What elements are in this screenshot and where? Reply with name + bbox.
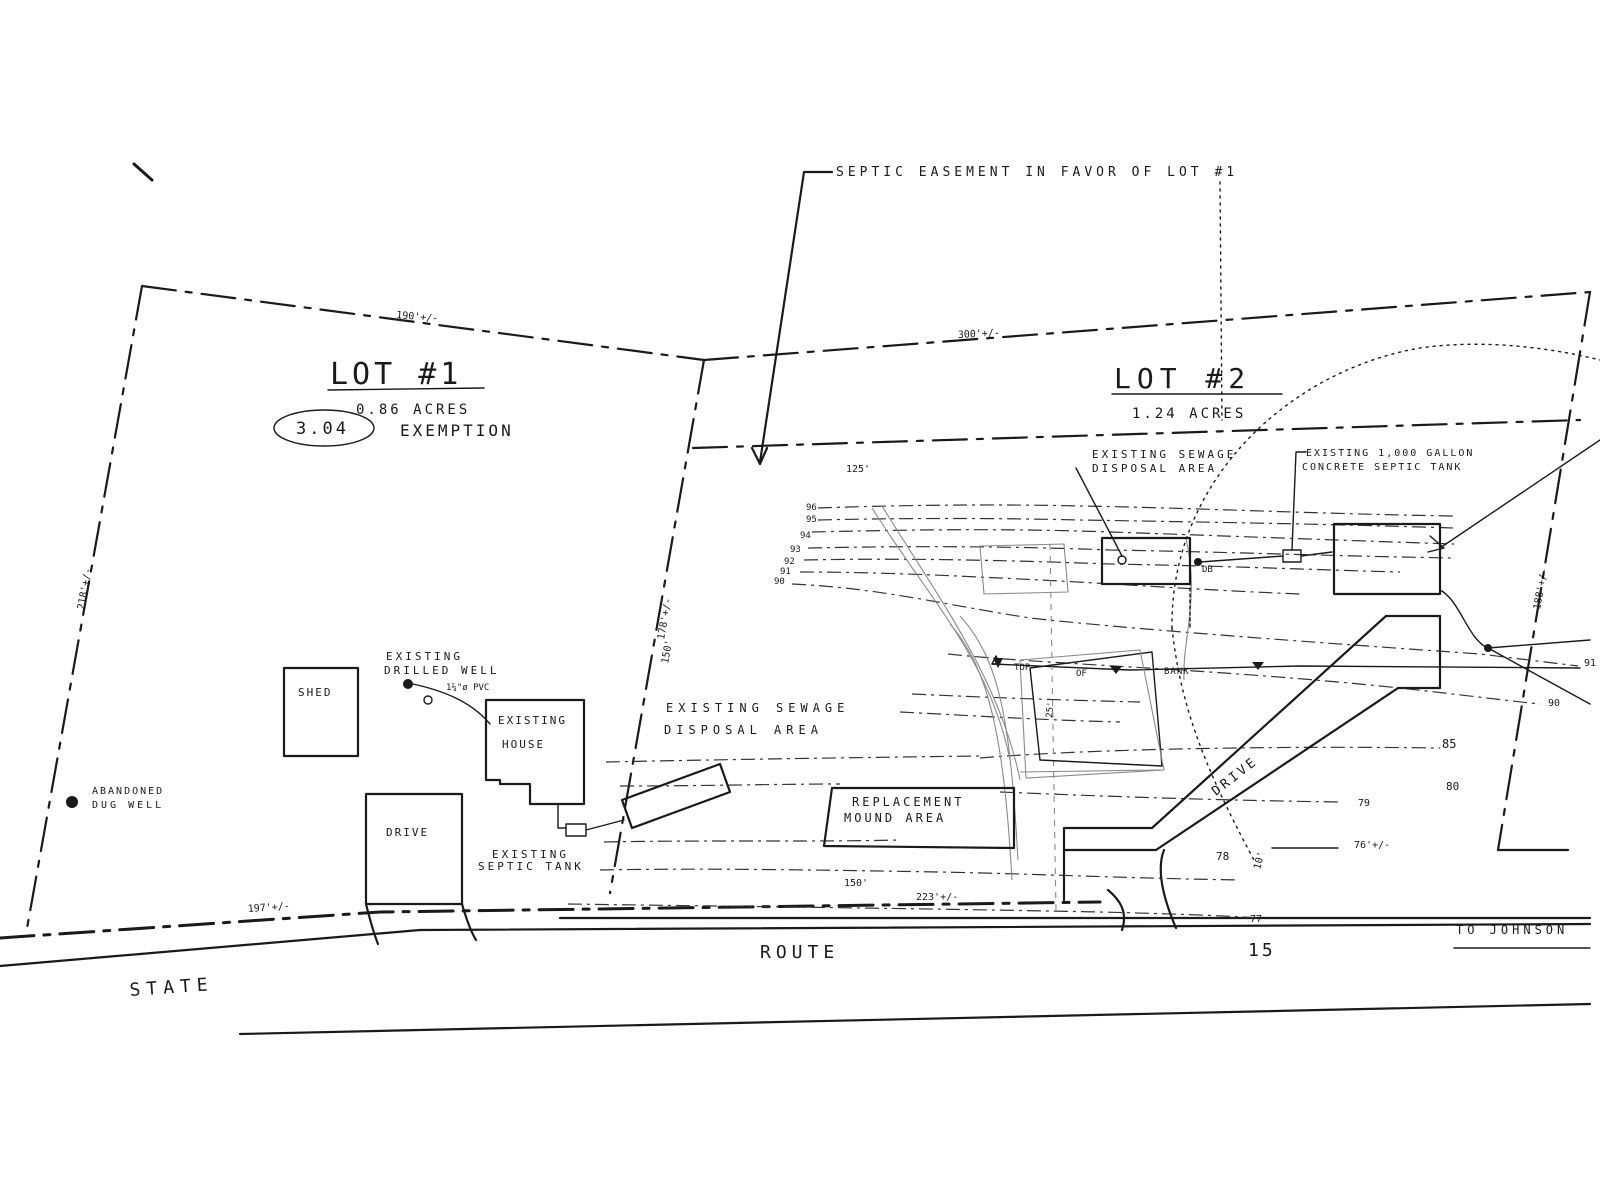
front-property-line <box>0 900 1102 940</box>
dim-190: 190'+/- <box>396 310 439 325</box>
house-label-1: EXISTING <box>498 714 567 727</box>
elev-91: 91 <box>780 567 791 577</box>
abandoned-well-label-1: ABANDONED <box>92 786 164 797</box>
corner-mark <box>132 162 154 182</box>
state-route-road <box>0 916 1592 1036</box>
existing-sewage-top-label-1: EXISTING SEWAGE <box>1092 448 1236 461</box>
lot-1-boundary <box>24 284 706 936</box>
house-label-2: HOUSE <box>502 738 545 751</box>
elev-85: 85 <box>1442 737 1456 751</box>
elev-96: 96 <box>806 503 817 513</box>
replacement-mound-label-1: REPLACEMENT <box>852 795 964 809</box>
lot-1-acres: 0.86 ACRES <box>356 402 470 418</box>
dim-178: 178'+/- <box>656 597 674 640</box>
shed-label: SHED <box>298 686 333 699</box>
elev-90: 90 <box>774 577 785 587</box>
lot-2-boundary <box>702 290 1592 852</box>
drive-lot-1 <box>364 792 464 906</box>
route-label: ROUTE <box>760 942 839 963</box>
elev-92: 92 <box>784 557 795 567</box>
abandoned-dug-well-icon <box>66 796 78 808</box>
elev-78: 78 <box>1216 850 1229 863</box>
leach-field-arc <box>1171 343 1600 629</box>
lot-1-exemption: EXEMPTION <box>400 421 514 440</box>
existing-sewage-mid-label-1: EXISTING SEWAGE <box>666 701 849 715</box>
elev-90-right: 90 <box>1548 698 1560 709</box>
dim-197: 197'+/- <box>247 901 290 915</box>
distribution-box-icon <box>1194 558 1202 566</box>
exemption-circle <box>273 409 375 447</box>
elev-79: 79 <box>1358 798 1370 809</box>
elev-93: 93 <box>790 545 801 555</box>
dim-150-front: 150' <box>844 878 868 889</box>
dim-218: 218'+/- <box>76 567 94 610</box>
dim-150-side: 150' <box>660 639 675 665</box>
contour-lines <box>567 504 1579 919</box>
easement-callout <box>750 170 834 466</box>
drilled-well-label-2: DRILLED WELL <box>384 664 499 677</box>
drive-lot-2 <box>1062 614 1442 902</box>
dim-300: 300'+/- <box>958 328 1001 341</box>
abandoned-well-label-2: DUG WELL <box>92 800 164 811</box>
elev-80: 80 <box>1446 780 1459 793</box>
elev-95: 95 <box>806 515 817 525</box>
drive-lot-2-label: DRIVE <box>1209 754 1261 799</box>
septic-outline-mid <box>1029 651 1163 767</box>
lot-divider-line <box>608 358 706 895</box>
lot-2-title: LOT #2 <box>1114 362 1251 395</box>
drive-lot-1-label: DRIVE <box>386 826 429 839</box>
dim-10: 10' <box>1252 850 1267 870</box>
elev-91-right: 91 <box>1584 658 1596 669</box>
dim-188: 188'+/- <box>1532 567 1550 610</box>
septic-tank-1000-label-1: EXISTING 1,000 GALLON <box>1306 448 1474 459</box>
route-number-label: 15 <box>1248 940 1276 961</box>
top-of-bank-label-1: TOP <box>1014 663 1031 673</box>
top-of-bank-label-3: BANK <box>1164 667 1190 677</box>
easement-label: SEPTIC EASEMENT IN FAVOR OF LOT #1 <box>836 165 1238 180</box>
existing-sewage-disposal-lot-1 <box>620 762 732 830</box>
lot-2-acres: 1.24 ACRES <box>1132 406 1246 422</box>
septic-tank-1000-label-2: CONCRETE SEPTIC TANK <box>1302 462 1462 473</box>
existing-sewage-top-label-2: DISPOSAL AREA <box>1092 462 1217 475</box>
top-of-bank-label-2: OF <box>1076 669 1087 679</box>
distribution-box-label: DB <box>1202 565 1213 575</box>
replacement-mound-label-2: MOUND AREA <box>844 811 946 825</box>
existing-sewage-mid-label-2: DISPOSAL AREA <box>664 723 823 737</box>
existing-septic-tank <box>557 803 625 837</box>
dim-76: 76'+/- <box>1354 840 1390 851</box>
dim-25: 25' <box>1045 701 1056 718</box>
existing-house <box>484 698 586 806</box>
existing-drilled-well-icon <box>403 679 413 689</box>
leach-tank-lot-2 <box>1332 522 1442 596</box>
easement-boundary <box>691 418 1582 450</box>
septic-tank-1000-gallon <box>1282 549 1302 563</box>
elev-94: 94 <box>800 531 811 541</box>
elev-77: 77 <box>1250 914 1262 925</box>
shed <box>282 666 360 758</box>
existing-septic-tank-label-1: EXISTING <box>492 848 569 861</box>
dim-223: 223'+/- <box>916 892 958 903</box>
existing-septic-tank-label-2: SEPTIC TANK <box>478 860 584 873</box>
dim-125: 125' <box>846 464 870 475</box>
state-label: STATE <box>129 974 214 1001</box>
to-johnson-label: TO JOHNSON <box>1456 923 1568 937</box>
pvc-label: 1¼"ø PVC <box>446 683 489 693</box>
drilled-well-label-1: EXISTING <box>386 650 463 663</box>
faint-sketch-lines <box>871 505 1192 913</box>
lot-1-exemption-number: 3.04 <box>296 419 349 439</box>
replacement-mound-area <box>822 786 1016 850</box>
lot-1-title: LOT #1 <box>330 357 462 392</box>
